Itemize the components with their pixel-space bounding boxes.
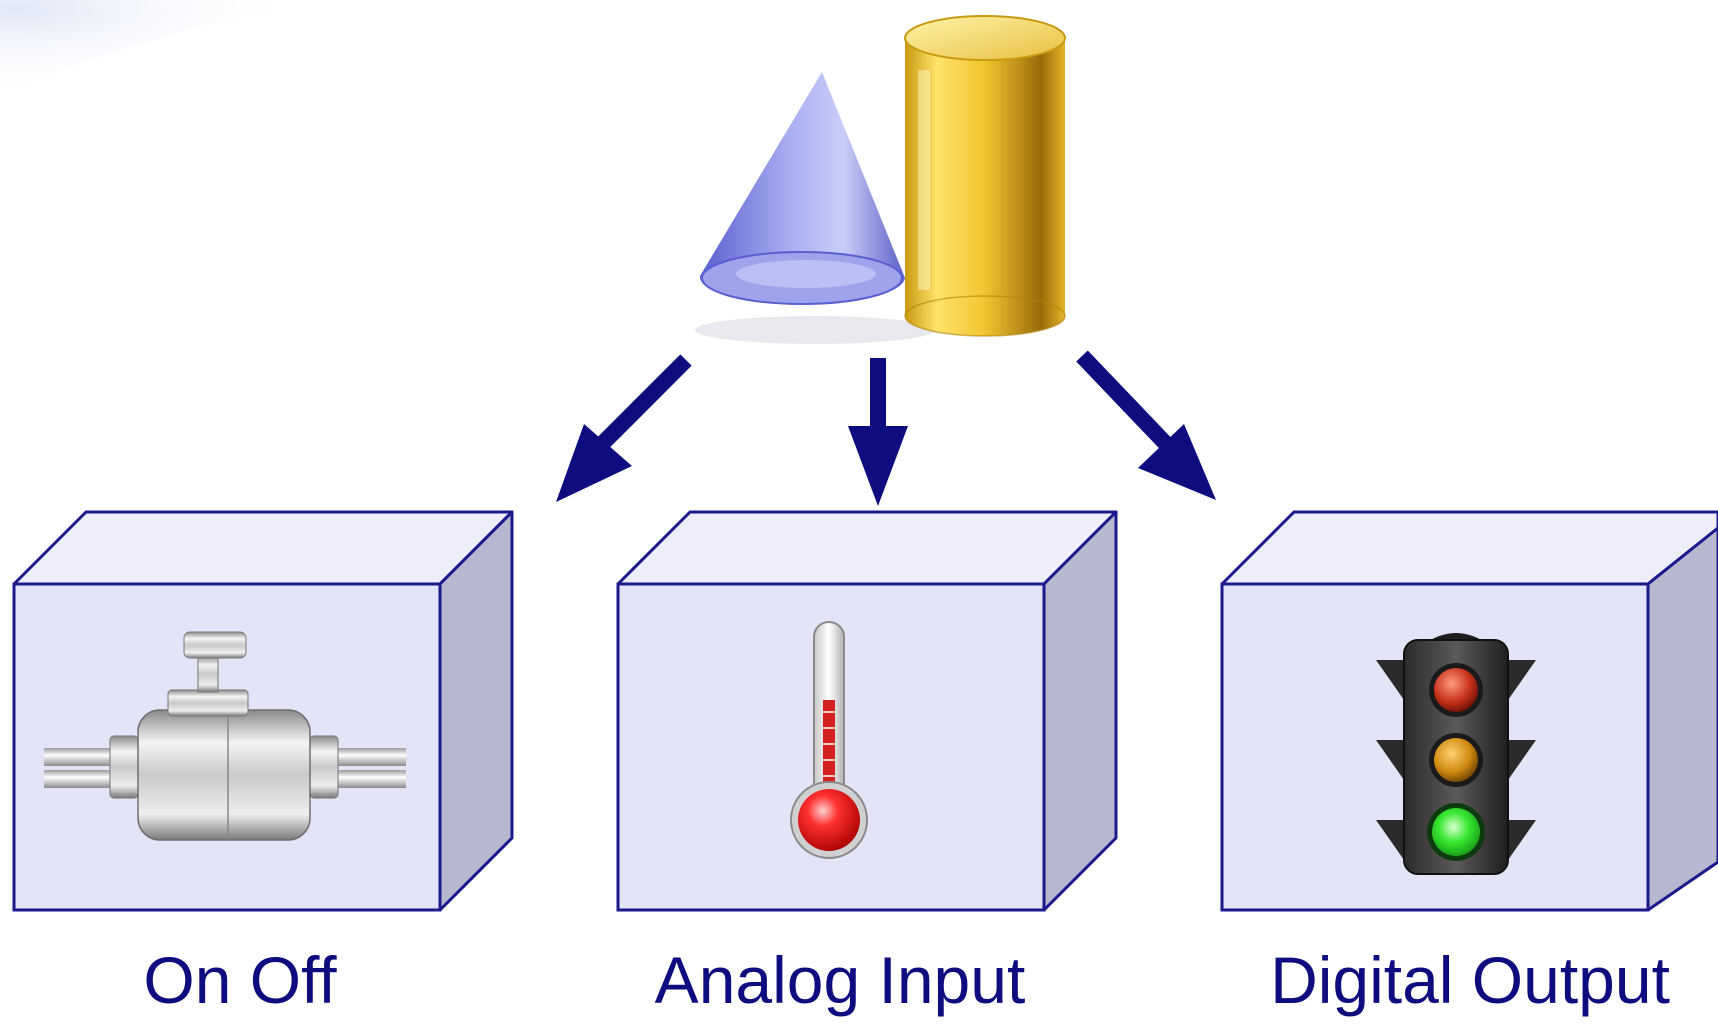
- valve-icon: [44, 631, 406, 841]
- thermometer-icon: [790, 621, 868, 859]
- module-label-digital-output: Digital Output: [1270, 943, 1670, 1017]
- module-label-on-off: On Off: [143, 943, 337, 1017]
- module-label-analog-input: Analog Input: [654, 943, 1026, 1017]
- arrow-to-digital-output: [1076, 350, 1216, 500]
- module-box-analog-input: [616, 510, 1118, 912]
- arrow-to-on-off: [556, 354, 692, 502]
- background-swoosh: [0, 0, 330, 95]
- module-box-digital-output: [1220, 510, 1718, 912]
- module-box-on-off: [12, 510, 514, 912]
- arrow-to-analog-input: [848, 358, 908, 506]
- traffic-light-icon: [1376, 633, 1536, 875]
- shapes-icon: [695, 15, 1066, 344]
